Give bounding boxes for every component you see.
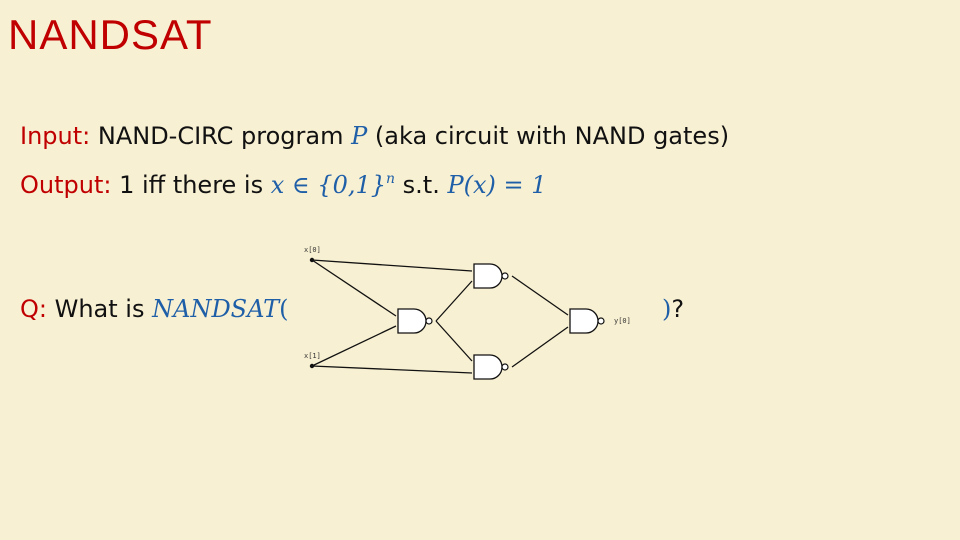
question-line: Q: What is NANDSAT( [20,297,289,321]
nand-gate-middle [397,308,433,334]
circuit-wires [311,259,569,374]
question-close-paren: ) [662,295,672,323]
nand-gate-top [473,263,509,289]
input-rest: (aka circuit with NAND gates) [367,122,730,150]
question-mark: ? [671,295,685,323]
wire-top-to-output-gate [511,275,569,316]
question-text: What is [46,295,153,323]
wire-mid-to-gate-bottom [435,320,473,362]
input-label: Input: [20,122,91,150]
output-math-sup: n [386,171,396,187]
wire-mid-to-gate-top [435,280,473,322]
wire-x0-to-gate-top [311,259,473,272]
output-text: 1 iff there is [111,171,271,199]
wire-bottom-to-output-gate [511,326,569,368]
nand-circuit-diagram: x[0] x[1] y[0] [304,246,631,380]
wire-x0-to-gate-mid [311,259,397,317]
input-var: P [351,122,368,150]
input-pin-x1 [309,363,315,369]
nand-gate-output [569,308,605,334]
wire-x1-to-gate-bottom [311,365,473,374]
input-label-x1: x[1] [304,352,321,360]
output-label-y0: y[0] [614,317,631,325]
slide-title: NANDSAT [8,11,213,58]
input-label-x0: x[0] [304,246,321,254]
nand-gate-bottom [473,354,509,380]
output-label: Output: [20,171,112,199]
wire-x1-to-gate-mid [311,325,397,367]
input-pin-x0 [309,257,315,263]
output-st: s.t. [395,171,448,199]
question-label: Q: [20,295,47,323]
question-func: NANDSAT [152,295,280,323]
input-line: Input: NAND-CIRC program P (aka circuit … [20,124,729,148]
input-text: NAND-CIRC program [90,122,352,150]
question-close: )? [662,297,684,321]
output-math-b: P(x) = 1 [447,171,547,199]
output-line: Output: 1 iff there is x ∈ {0,1}n s.t. P… [20,172,547,197]
output-math-a: x ∈ {0,1} [270,171,386,199]
question-open-paren: ( [279,295,289,323]
